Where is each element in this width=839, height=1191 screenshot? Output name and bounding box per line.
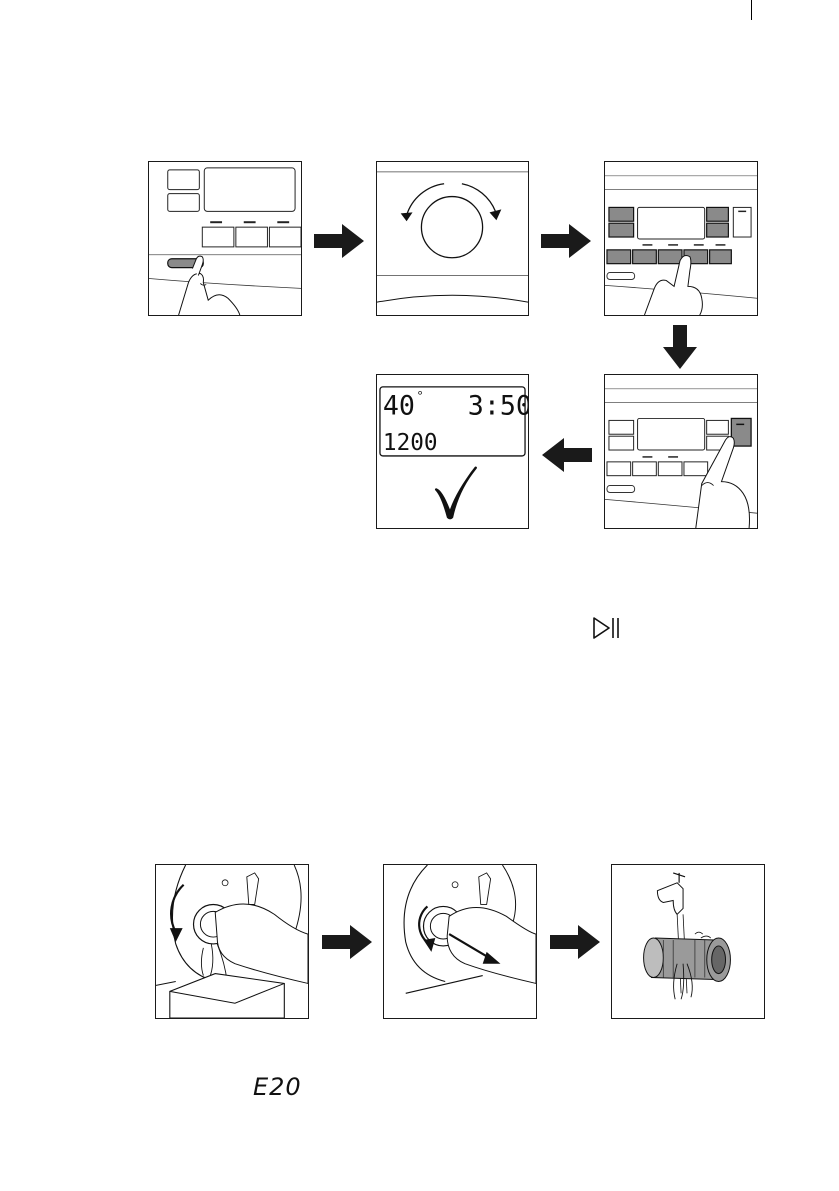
checkmark-icon: [436, 468, 475, 518]
error-code-display: E20: [253, 1073, 302, 1101]
step-press-button-panel: [148, 161, 302, 316]
arrow-down-icon: [663, 325, 697, 374]
arrow-right-icon: [550, 925, 600, 964]
step-option-buttons-panel: [604, 161, 758, 316]
play-pause-icon: [591, 616, 621, 640]
step-rinse-filter-panel: [611, 864, 765, 1019]
display-screen: 40 ° 3:50 1200: [377, 375, 528, 528]
unscrew-filter-drain-water-icon: [156, 865, 308, 1018]
step-start-button-panel: [604, 374, 758, 529]
press-start-button-hand-icon: [605, 375, 757, 528]
display-spin: 1200: [383, 430, 438, 456]
press-button-hand-icon: [149, 162, 301, 315]
step-display-confirm-panel: 40 ° 3:50 1200: [376, 374, 529, 529]
display-degree: °: [416, 389, 423, 403]
arrow-right-icon: [541, 224, 591, 263]
program-knob-rotate-icon: [377, 162, 528, 315]
step-drain-water-panel: [155, 864, 309, 1019]
display-time: 3:50: [468, 390, 528, 421]
arrow-right-icon: [314, 224, 364, 263]
display-temp: 40: [383, 390, 415, 421]
arrow-left-icon: [542, 438, 592, 477]
pull-out-filter-icon: [384, 865, 536, 1018]
crop-mark: [751, 0, 752, 20]
step-pull-filter-panel: [383, 864, 537, 1019]
arrow-right-icon: [322, 925, 372, 964]
press-option-buttons-hand-icon: [605, 162, 757, 315]
step-program-knob-panel: [376, 161, 529, 316]
rinse-filter-under-tap-icon: [612, 865, 764, 1018]
